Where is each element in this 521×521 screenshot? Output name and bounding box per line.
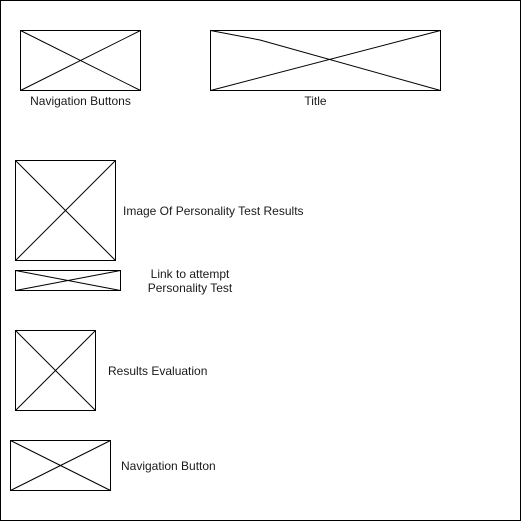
results-image-label: Image Of Personality Test Results [123, 204, 304, 218]
nav-buttons-placeholder [20, 30, 141, 91]
test-link-cross-b [15, 270, 121, 291]
nav-buttons-cross-b [20, 30, 141, 91]
title-placeholder [210, 30, 441, 91]
nav-button-label: Navigation Button [121, 459, 216, 473]
results-evaluation-placeholder [15, 330, 96, 411]
title-cross-b [210, 30, 441, 91]
results-image-placeholder [15, 160, 116, 261]
results-image-cross-b [15, 160, 116, 261]
test-link-label-line2: Personality Test [147, 281, 233, 295]
nav-button-cross-b [10, 440, 111, 491]
nav-buttons-label: Navigation Buttons [30, 94, 131, 108]
test-link-placeholder [15, 270, 121, 291]
title-cross-a [210, 30, 441, 91]
test-link-label: Link to attempt Personality Test [140, 267, 240, 295]
test-link-label-line1: Link to attempt [150, 267, 230, 281]
title-label: Title [304, 94, 327, 108]
results-evaluation-label: Results Evaluation [108, 364, 208, 378]
results-evaluation-cross-b [15, 330, 96, 411]
nav-button-placeholder [10, 440, 111, 491]
